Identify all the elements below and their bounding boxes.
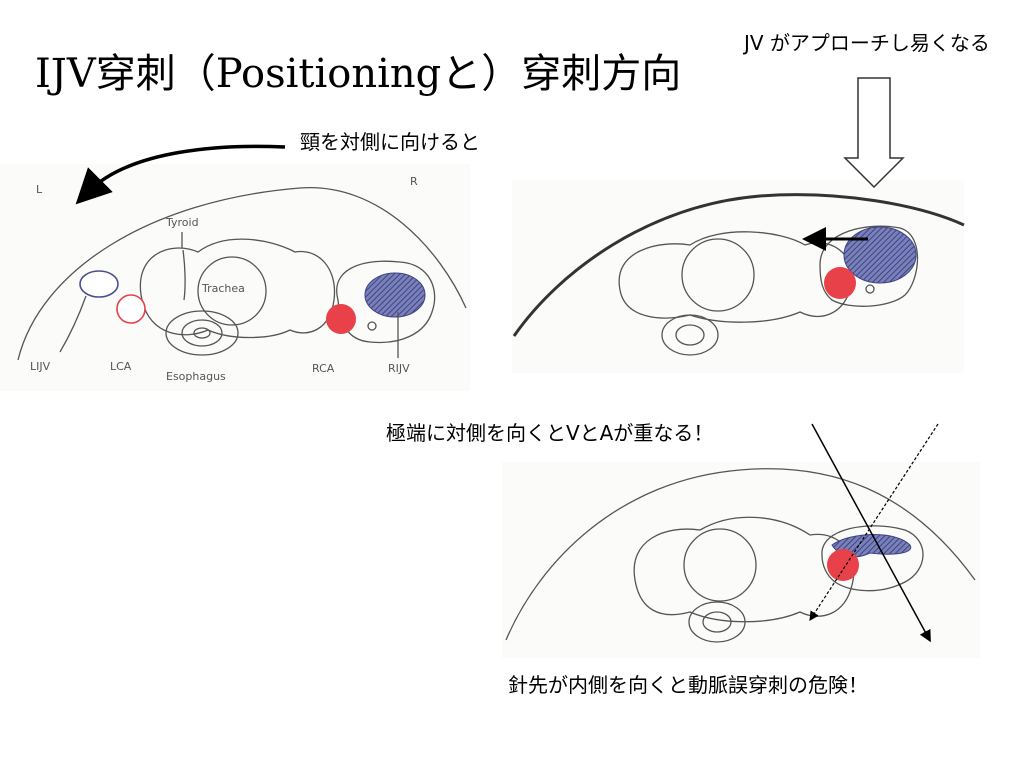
note-jv-approach: JV がアプローチし易くなる (744, 30, 994, 57)
neck-cross-section-neutral (17, 187, 467, 361)
note-jv-approach-text: JV がアプローチし易くなる (744, 31, 990, 55)
approach-down-arrow (843, 77, 905, 189)
label-right-side: R (410, 175, 418, 188)
label-rijv: RIJV (388, 362, 410, 375)
diagram-overlap-panel (502, 462, 980, 658)
label-rca: RCA (312, 362, 335, 375)
label-trachea: Trachea (201, 282, 245, 295)
neck-cross-section-overlap (505, 468, 976, 643)
lca-vessel (116, 294, 146, 324)
note-turn-neck: 頸を対側に向けると (300, 130, 480, 154)
turn-direction-arrow (75, 144, 286, 205)
rijv-vessel-turned (843, 226, 917, 284)
neck-cross-section-turned (512, 193, 965, 356)
slide-title: IJV穿刺（Positioningと）穿刺方向 (35, 51, 682, 97)
label-lijv: LIJV (30, 360, 51, 373)
needle-path-medial (811, 423, 931, 643)
label-lca: LCA (110, 360, 132, 373)
label-left-side: L (36, 183, 43, 196)
rca-vessel (326, 304, 356, 334)
note-artery-danger: 針先が内側を向くと動脈誤穿刺の危険！ (508, 673, 868, 697)
needle-path-lateral (809, 423, 939, 622)
lijv-vessel (79, 270, 119, 298)
artery-overlap (827, 549, 859, 581)
note-overlap: 極端に対側を向くとVとAが重なる！ (386, 421, 714, 445)
rca-vessel-turned (824, 267, 856, 299)
label-thyroid: Tyroid (165, 216, 199, 229)
label-esophagus: Esophagus (166, 370, 226, 383)
rijv-vessel (364, 272, 426, 318)
